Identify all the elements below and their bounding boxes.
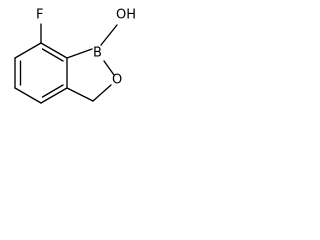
hydroxyl-label: OH [116, 8, 136, 23]
benzene-bond-bottom-right [40, 87, 68, 104]
methylene-carbon-bond [66, 87, 94, 102]
carbon-boron-bond [66, 48, 93, 59]
benzene-bond-bottom-right-inner [41, 84, 64, 98]
benzene-bond-top-right [40, 42, 68, 59]
fluorine-label: F [36, 8, 43, 23]
boron-label: B [93, 46, 102, 61]
boron-oxygen-bond [103, 60, 115, 76]
ring-oxygen-label: O [112, 73, 122, 88]
oxygen-methylene-bond [92, 84, 112, 102]
benzene-bond-bottom-left [14, 87, 42, 104]
boron-hydroxyl-bond [100, 24, 118, 46]
chemical-structure-diagram: F OH B O [14, 8, 136, 104]
benzene-bond-top-right-inner [41, 48, 64, 62]
benzene-bond-top-left [14, 42, 42, 59]
